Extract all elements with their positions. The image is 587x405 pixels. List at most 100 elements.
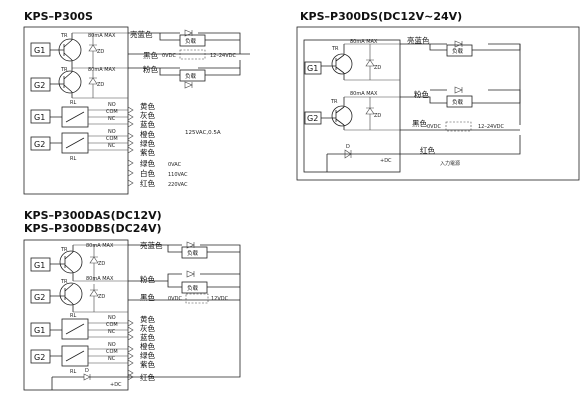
- d3-wire-black: 黑色: [140, 292, 155, 302]
- d1-diode2: [184, 81, 193, 89]
- d1-color-orange: 橙色: [140, 129, 155, 139]
- d1-color-purple: 紫色: [140, 147, 155, 157]
- d1-g1-box: [30, 42, 51, 57]
- d2-diode1: [454, 40, 463, 48]
- d1-com1: COM: [106, 109, 118, 115]
- d2-tr1-label: TR: [331, 46, 339, 52]
- d1-rl-g2-box: [30, 136, 51, 151]
- d3-body-box: [23, 239, 129, 391]
- d1-no1: NO: [108, 102, 116, 108]
- d2-v12: 12–24VDC: [478, 124, 504, 130]
- d2-outer-box: [296, 26, 580, 181]
- d1-nc2: NC: [108, 143, 116, 149]
- d3-com2: COM: [106, 349, 118, 355]
- d3-color-blue: 蓝色: [140, 332, 155, 342]
- d3-load2-box: [181, 281, 208, 294]
- d3-zd2-symbol: [89, 289, 99, 297]
- d3-color-yellow: 黄色: [140, 314, 155, 324]
- d1-wire-black: 黑色: [143, 50, 158, 60]
- d1-zd2-label: ZD: [97, 82, 104, 88]
- d1-ma1-label: 80mA MAX: [88, 33, 116, 39]
- diagram-kps-p300ds: KPS–P300DS(DC12V∼24V) G1 TR 80mA MAX ZD …: [296, 10, 580, 181]
- d3-load2-label: 负载: [187, 284, 199, 292]
- d1-ac0: 0VAC: [168, 162, 182, 168]
- d3-color-green: 绿色: [140, 350, 155, 360]
- d2-wire-pink: 粉色: [414, 89, 429, 99]
- d2-diode2: [454, 86, 463, 94]
- d1-v12: 12–24VDC: [210, 53, 236, 59]
- d2-wire-black: 黑色: [412, 118, 427, 128]
- d3-rl-label: RL: [70, 313, 76, 319]
- d1-tr2-label: TR: [60, 67, 68, 73]
- d1-body-box: [23, 26, 129, 195]
- d1-zd2-symbol: [88, 77, 98, 85]
- d1-ac110: 110VAC: [168, 172, 188, 178]
- d2-body-box: [303, 39, 401, 173]
- d1-v0: 0VDC: [162, 53, 176, 59]
- d1-ac220: 220VAC: [168, 182, 188, 188]
- d2-v0: 0VDC: [427, 124, 441, 130]
- d1-wire-blue: 亮蓝色: [130, 29, 153, 39]
- d2-tr2-symbol: [331, 105, 353, 127]
- d2-load2-label: 负载: [452, 98, 464, 106]
- d2-zd2-label: ZD: [374, 113, 381, 119]
- d1-color-white: 白色: [140, 168, 155, 178]
- d3-load1-label: 负载: [187, 249, 199, 257]
- d3-tr1-label: TR: [60, 247, 68, 253]
- d1-com2: COM: [106, 136, 118, 142]
- d3-g1-label: G1: [34, 261, 45, 270]
- d2-supply-box: [445, 121, 472, 132]
- d2-tr2-label: TR: [330, 99, 338, 105]
- d1-supply-box: [179, 49, 206, 60]
- d2-plus: +DC: [380, 158, 392, 164]
- d1-color-blue: 蓝色: [140, 119, 155, 129]
- diagram-kps-p300s: KPS–P300S G1 TR 80mA MAX ZD G2 TR 80mA M…: [23, 10, 250, 195]
- d3-no2: NO: [108, 342, 116, 348]
- d3-wire-pink: 粉色: [140, 274, 155, 284]
- diagram-kps-p300das-dbs: KPS–P300DAS(DC12V) KPS–P300DBS(DC24V) G1…: [23, 209, 241, 391]
- d3-rl-g2-label: G2: [34, 353, 45, 362]
- d1-tr1-label: TR: [60, 33, 68, 39]
- d3-ma2-label: 80mA MAX: [86, 276, 114, 282]
- d3-tr2-label: TR: [60, 279, 68, 285]
- d3-rl-g2-box: [30, 349, 51, 364]
- d3-zd2-label: ZD: [98, 294, 105, 300]
- d2-tr1-symbol: [331, 53, 353, 75]
- d3-color-orange: 橙色: [140, 341, 155, 351]
- d3-rl-g1-box: [30, 322, 51, 337]
- d3-zd1-symbol: [89, 256, 99, 264]
- d1-g1-label: G1: [34, 46, 45, 55]
- d3-zd1-label: ZD: [98, 261, 105, 267]
- d1-color-red: 红色: [140, 178, 155, 188]
- d1-load2-box: [179, 69, 206, 82]
- d2-zd2-symbol: [365, 107, 375, 115]
- d3-title2: KPS–P300DBS(DC24V): [24, 222, 162, 235]
- d3-d-label: D: [85, 368, 89, 374]
- d2-title: KPS–P300DS(DC12V∼24V): [300, 10, 462, 23]
- d1-zd1-symbol: [88, 44, 98, 52]
- d1-rl-g1-label: G1: [34, 113, 45, 122]
- d1-load1-box: [179, 34, 206, 47]
- d3-diode2: [186, 270, 195, 278]
- d1-wire-pink: 粉色: [143, 64, 158, 74]
- d3-com1: COM: [106, 322, 118, 328]
- d1-terminal-arrows: [127, 106, 134, 187]
- d1-g2-label: G2: [34, 81, 45, 90]
- d3-diode1: [186, 241, 195, 249]
- d3-tr1-symbol: [59, 250, 83, 274]
- d2-wire-red: 红色: [420, 145, 435, 155]
- d2-wire-blue: 亮蓝色: [407, 35, 430, 45]
- d3-v12: 12VDC: [211, 296, 229, 302]
- d1-color-green2: 绿色: [140, 158, 155, 168]
- d3-title1: KPS–P300DAS(DC12V): [24, 209, 162, 222]
- d2-zd1-label: ZD: [374, 65, 381, 71]
- d1-g2-box: [30, 77, 51, 92]
- d1-relay-rating: 125VAC,0.5A: [185, 130, 221, 136]
- d2-g2-label: G2: [307, 114, 318, 123]
- d3-relay1: [61, 318, 89, 340]
- d1-load2-line: [159, 60, 241, 76]
- d1-rl-g1-box: [30, 109, 51, 124]
- d3-load1-box: [181, 246, 208, 259]
- d3-ma1-label: 80mA MAX: [86, 243, 114, 249]
